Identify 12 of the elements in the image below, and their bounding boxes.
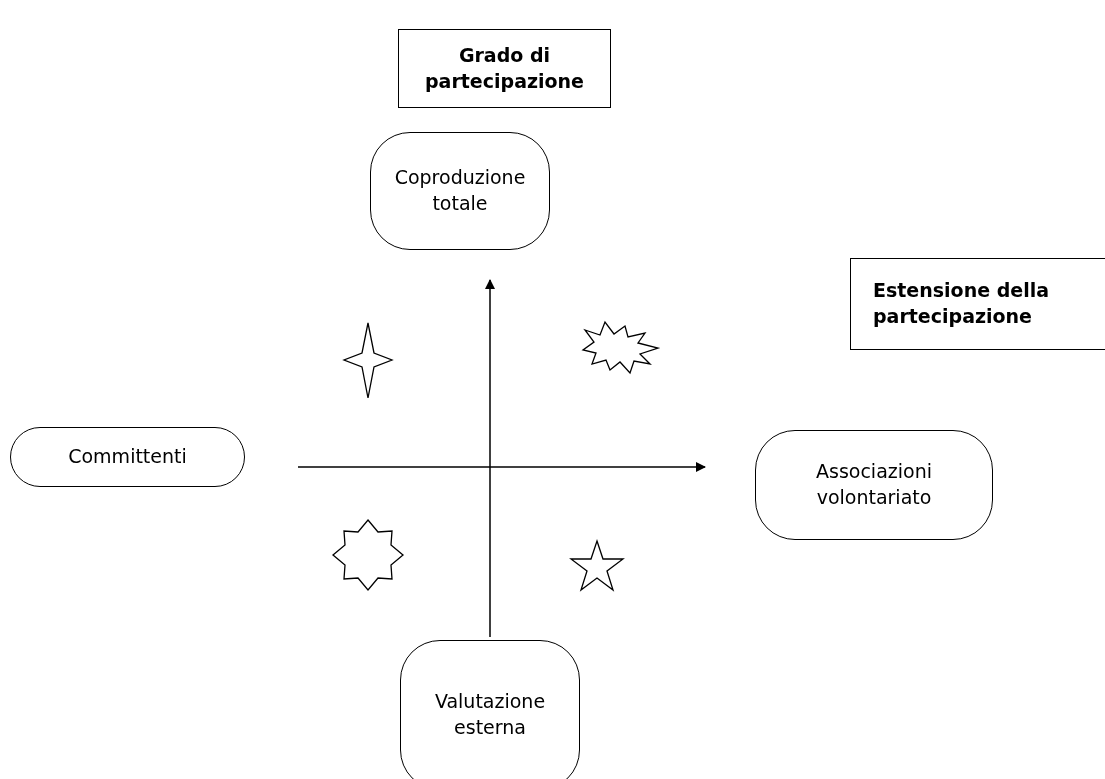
node-text: Committenti xyxy=(68,444,187,470)
rounded-box xyxy=(755,430,993,540)
rounded-box xyxy=(10,427,245,487)
heading-box xyxy=(398,29,611,108)
rounded-box xyxy=(400,640,580,779)
node-text: Valutazione esterna xyxy=(433,689,547,740)
node-text: Coproduzione totale xyxy=(393,165,527,216)
heading-box xyxy=(850,258,1105,350)
node-text: Associazioni volontariato xyxy=(815,459,933,510)
heading-text: Estensione della partecipazione xyxy=(873,278,1051,329)
heading-text: Grado di partecipazione xyxy=(424,42,585,94)
rounded-box xyxy=(370,132,550,250)
